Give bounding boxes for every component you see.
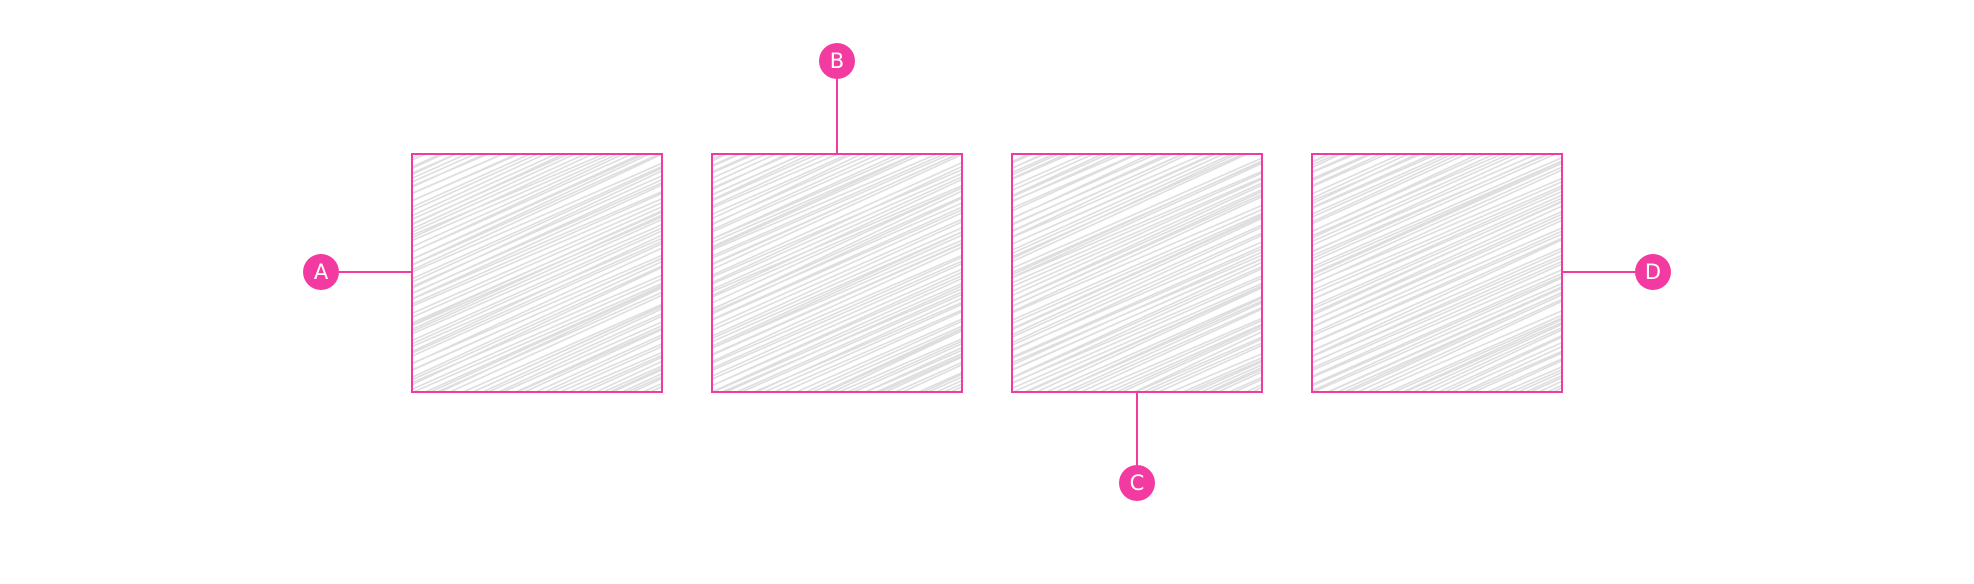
panel-1 xyxy=(411,153,663,393)
scribble-fill xyxy=(1312,154,1562,392)
callout-label: D xyxy=(1645,260,1661,284)
callout-badge xyxy=(1635,254,1671,290)
panel-4 xyxy=(1311,153,1563,393)
scribble-strokes xyxy=(412,154,662,392)
callout-badge xyxy=(819,43,855,79)
callout-label: C xyxy=(1130,471,1145,495)
callout-label: A xyxy=(314,260,329,284)
callout-label: B xyxy=(830,49,844,73)
callout-d: D xyxy=(1562,254,1671,290)
callout-a: A xyxy=(303,254,412,290)
callout-badge xyxy=(303,254,339,290)
callout-b: B xyxy=(819,43,855,154)
callout-badge xyxy=(1119,465,1155,501)
scribble-strokes xyxy=(1312,154,1562,392)
callout-c: C xyxy=(1119,392,1155,501)
scribble-fill xyxy=(412,154,662,392)
